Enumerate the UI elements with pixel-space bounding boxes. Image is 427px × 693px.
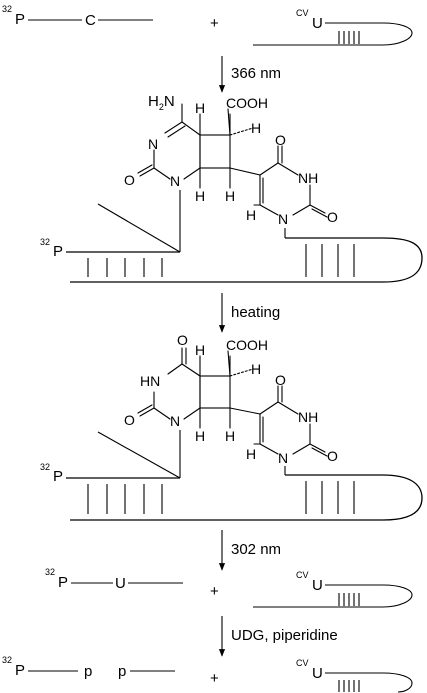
step4-products: 32 P p p + CV U <box>2 655 413 693</box>
duplex-1: 32 P <box>40 190 423 283</box>
step3-products: 32 P U + CV U <box>45 567 413 608</box>
step1-reactants: 32 P C + CV U <box>2 4 413 46</box>
arrow-udg-piperidine: UDG, piperidine <box>218 616 338 657</box>
pairing-lines-left <box>87 484 163 514</box>
vinyl-h: H <box>246 207 256 223</box>
h-bottom-right: H <box>225 188 235 204</box>
arrow-heating: heating <box>218 293 280 333</box>
label-32-sup: 32 <box>40 462 50 472</box>
amino-group: H2N <box>148 93 175 112</box>
plus-sign: + <box>210 670 219 687</box>
ring-o: O <box>124 172 135 188</box>
ring-n: N <box>148 136 158 152</box>
probe-strand-u: 32 P U <box>45 567 183 592</box>
template-hairpin-cvu: CV U <box>253 570 413 608</box>
h-bottom-right: H <box>225 428 235 444</box>
arrow-label-udg-piperidine: UDG, piperidine <box>231 627 338 644</box>
label-cv-sup: CV <box>296 570 309 580</box>
label-cv-sup: CV <box>296 8 309 18</box>
label-32-sup: 32 <box>45 567 55 577</box>
sugar-n: N <box>170 173 180 189</box>
uracil-nh: NH <box>298 409 318 425</box>
uracil-o-top: O <box>275 372 286 388</box>
cooh-group: COOH <box>226 337 268 353</box>
uracil-n: N <box>278 211 288 227</box>
h-top-left: H <box>195 100 205 116</box>
pairing-lines-right <box>305 481 355 514</box>
template-hairpin-cvu: CV U <box>296 658 413 693</box>
label-32-sup: 32 <box>2 4 12 14</box>
phosphate-p-left: p <box>84 663 92 680</box>
vinyl-h: H <box>246 446 256 462</box>
label-p: P <box>53 468 63 485</box>
label-u: U <box>312 15 323 32</box>
nucleotide-c: C <box>85 12 96 29</box>
arrow-366nm: 366 nm <box>218 56 281 93</box>
label-32-sup: 32 <box>40 237 50 247</box>
label-p: P <box>53 243 63 260</box>
arrow-label-heating: heating <box>231 304 280 321</box>
label-cv-sup: CV <box>296 658 309 668</box>
label-u: U <box>312 665 323 682</box>
ring-hn: HN <box>140 373 160 389</box>
hairpin-pairing-lines <box>338 31 360 44</box>
sugar-n: N <box>170 413 180 429</box>
adduct-2: O HN COOH H H H H O N NH O O H N 32 P <box>40 332 423 521</box>
uracil-o-right: O <box>327 448 338 464</box>
adduct-1: H2N COOH H H H H N O N NH O O H N 32 P <box>40 93 423 283</box>
arrow-302nm: 302 nm <box>218 530 281 571</box>
arrow-label-302nm: 302 nm <box>231 541 281 558</box>
pairing-lines-left <box>87 258 163 277</box>
duplex-2: 32 P <box>40 430 423 521</box>
h-top-left: H <box>195 342 205 358</box>
label-32-sup: 32 <box>2 655 12 665</box>
h-top-right: H <box>251 361 261 377</box>
label-p: P <box>15 11 25 28</box>
label-p: P <box>15 662 25 679</box>
uracil-o-top: O <box>275 132 286 148</box>
nucleotide-u: U <box>115 575 126 592</box>
carbonyl-o-left: O <box>177 332 188 348</box>
uracil-n: N <box>278 450 288 466</box>
uracil-nh: NH <box>298 170 318 186</box>
phosphate-p-right: p <box>118 663 126 680</box>
cleaved-probe-strand: 32 P p p <box>2 655 175 680</box>
probe-strand-c: 32 P C <box>2 4 153 29</box>
h-bottom-left: H <box>195 428 205 444</box>
label-p: P <box>58 574 68 591</box>
template-hairpin-cvu: CV U <box>253 8 413 46</box>
label-u: U <box>312 577 323 594</box>
cooh-group: COOH <box>226 95 268 111</box>
plus-sign: + <box>210 15 219 32</box>
h-bottom-left: H <box>195 188 205 204</box>
plus-sign: + <box>210 583 219 600</box>
h-top-right: H <box>251 120 261 136</box>
uracil-o-right: O <box>327 209 338 225</box>
hairpin-pairing-lines <box>338 680 360 692</box>
ring-o: O <box>124 412 135 428</box>
arrow-label-366nm: 366 nm <box>231 65 281 82</box>
pairing-lines-right <box>305 244 355 277</box>
hairpin-pairing-lines <box>338 593 360 606</box>
